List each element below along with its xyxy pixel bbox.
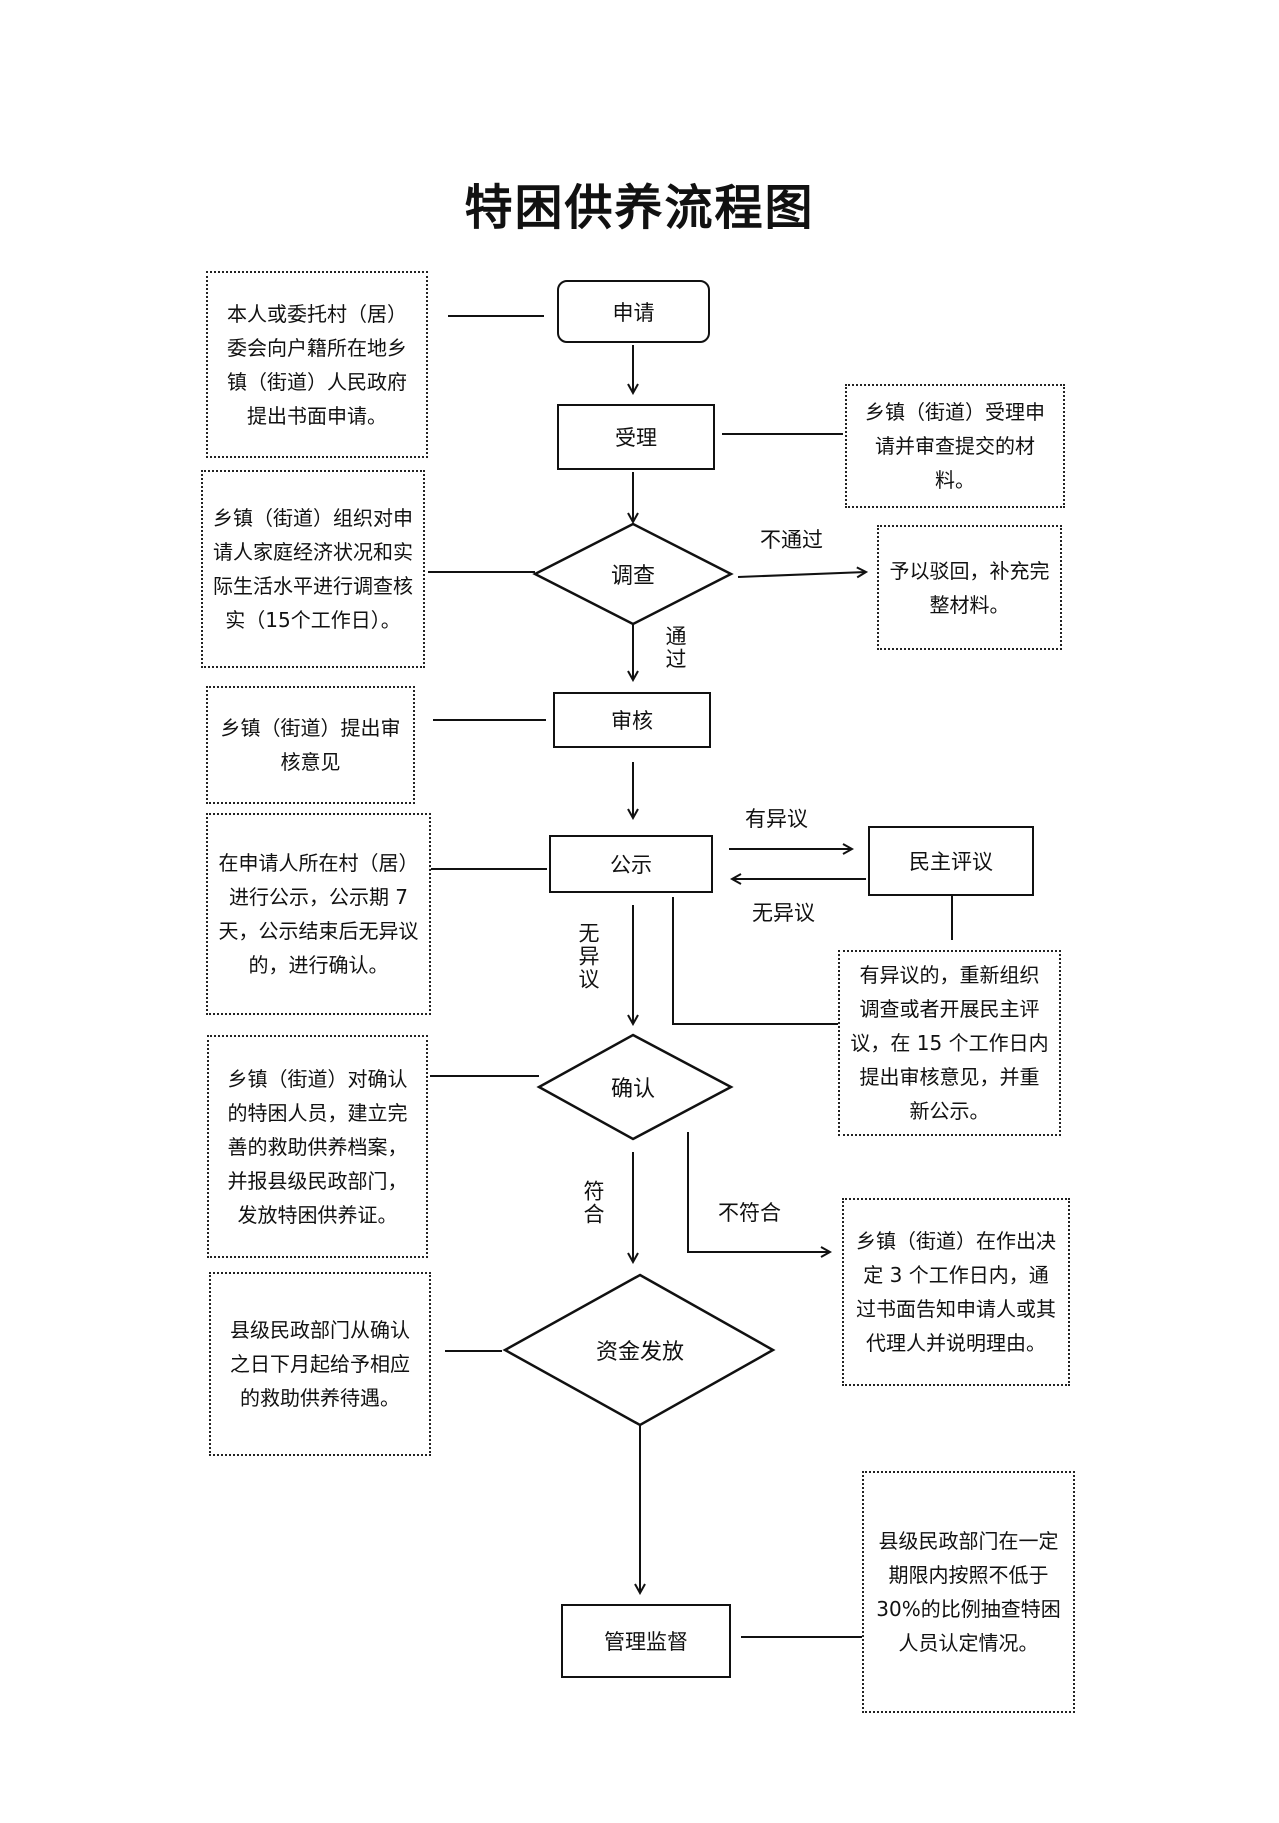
note-not-qualified-text: 乡镇（街道）在作出决定 3 个工作日内，通过书面告知申请人或其代理人并说明理由。 (856, 1229, 1056, 1355)
edge-label-has-objection: 有异议 (745, 807, 808, 831)
note-reject-text: 予以驳回，补充完整材料。 (889, 558, 1050, 617)
note-review-text: 乡镇（街道）提出审核意见 (220, 716, 401, 774)
edge-label-no-objection-down: 无异议 (576, 922, 600, 991)
node-supervise: 管理监督 (561, 1604, 731, 1678)
note-accept: 乡镇（街道）受理申请并审查提交的材料。 (845, 384, 1065, 508)
note-confirm-text: 乡镇（街道）对确认的特困人员，建立完善的救助供养档案，并报县级民政部门，发放特困… (227, 1066, 408, 1227)
note-fund-text: 县级民政部门从确认之日下月起给予相应的救助供养待遇。 (230, 1318, 410, 1410)
node-accept: 受理 (557, 404, 715, 470)
page-title: 特困供养流程图 (464, 180, 815, 236)
node-investigate: 调查 (610, 564, 655, 589)
edge-label-no-objection-right: 无异议 (752, 901, 815, 925)
edge-label-not-qualified: 不符合 (718, 1201, 781, 1225)
node-apply: 申请 (557, 280, 710, 343)
edge-label-qualified: 符合 (581, 1180, 605, 1226)
note-investigate: 乡镇（街道）组织对申请人家庭经济状况和实际生活水平进行调查核实（15个工作日）。 (201, 470, 425, 668)
node-democratic-review: 民主评议 (868, 826, 1034, 896)
note-publicize: 在申请人所在村（居）进行公示，公示期 7 天，公示结束后无异议的，进行确认。 (206, 813, 431, 1015)
note-fund: 县级民政部门从确认之日下月起给予相应的救助供养待遇。 (209, 1272, 431, 1456)
node-confirm: 确认 (610, 1077, 655, 1102)
note-apply-text: 本人或委托村（居）委会向户籍所在地乡镇（街道）人民政府提出书面申请。 (227, 301, 407, 428)
note-objection-text: 有异议的，重新组织调查或者开展民主评议，在 15 个工作日内提出审核意见，并重新… (850, 963, 1049, 1123)
node-review: 审核 (553, 692, 711, 748)
note-objection: 有异议的，重新组织调查或者开展民主评议，在 15 个工作日内提出审核意见，并重新… (838, 950, 1061, 1136)
note-investigate-text: 乡镇（街道）组织对申请人家庭经济状况和实际生活水平进行调查核实（15个工作日）。 (213, 506, 413, 632)
note-reject: 予以驳回，补充完整材料。 (877, 525, 1062, 650)
node-fund: 资金发放 (595, 1340, 684, 1365)
note-not-qualified: 乡镇（街道）在作出决定 3 个工作日内，通过书面告知申请人或其代理人并说明理由。 (842, 1198, 1070, 1386)
note-apply: 本人或委托村（居）委会向户籍所在地乡镇（街道）人民政府提出书面申请。 (206, 271, 428, 458)
note-review: 乡镇（街道）提出审核意见 (206, 686, 415, 804)
note-supervise: 县级民政部门在一定期限内按照不低于 30%的比例抽查特困人员认定情况。 (862, 1471, 1075, 1713)
node-publicize: 公示 (549, 835, 713, 893)
note-confirm: 乡镇（街道）对确认的特困人员，建立完善的救助供养档案，并报县级民政部门，发放特困… (207, 1035, 428, 1258)
note-accept-text: 乡镇（街道）受理申请并审查提交的材料。 (865, 400, 1045, 492)
note-publicize-text: 在申请人所在村（居）进行公示，公示期 7 天，公示结束后无异议的，进行确认。 (218, 851, 419, 977)
note-supervise-text: 县级民政部门在一定期限内按照不低于 30%的比例抽查特困人员认定情况。 (876, 1529, 1061, 1655)
edge-label-not-pass: 不通过 (760, 528, 823, 552)
edge-label-pass: 通过 (663, 625, 687, 671)
